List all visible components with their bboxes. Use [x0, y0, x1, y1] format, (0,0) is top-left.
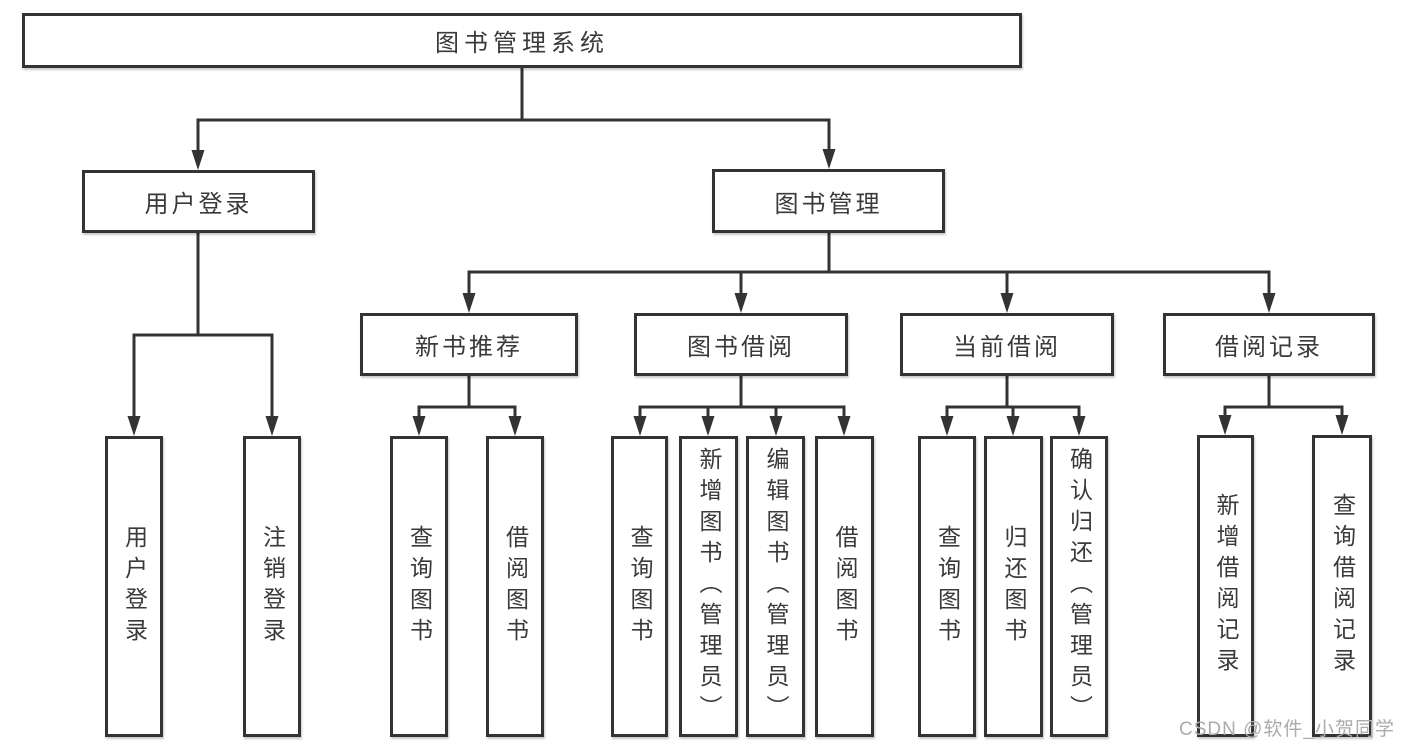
- leaf-record-add-label: 新增借阅记录: [1213, 493, 1239, 679]
- node-borrow-records-label: 借阅记录: [1215, 334, 1323, 361]
- leaf-borrow-add-book: 新增图书（管理员）: [679, 436, 738, 737]
- csdn-watermark: CSDN @软件_小贺同学: [1179, 719, 1395, 740]
- leaf-borrow-query: 查询图书: [611, 436, 668, 737]
- node-current-borrow: 当前借阅: [900, 313, 1114, 376]
- leaf-newbook-query: 查询图书: [390, 436, 448, 737]
- leaf-newbook-borrow: 借阅图书: [486, 436, 544, 737]
- leaf-logout-label: 注销登录: [259, 524, 286, 649]
- leaf-borrow-edit-book: 编辑图书（管理员）: [746, 436, 805, 737]
- node-user-login: 用户登录: [82, 170, 315, 233]
- node-book-borrow-label: 图书借阅: [687, 334, 795, 361]
- leaf-record-add: 新增借阅记录: [1197, 435, 1254, 737]
- node-root-label: 图书管理系统: [435, 30, 609, 57]
- node-book-management-label: 图书管理: [774, 190, 883, 218]
- leaf-current-confirm-return: 确认归还（管理员）: [1050, 436, 1108, 737]
- leaf-borrow-borrow-book: 借阅图书: [815, 436, 874, 737]
- leaf-current-confirm-return-label: 确认归还（管理员）: [1066, 447, 1093, 726]
- node-root: 图书管理系统: [22, 13, 1022, 68]
- leaf-current-query: 查询图书: [918, 436, 976, 737]
- leaf-user-login: 用户登录: [105, 436, 163, 737]
- leaf-current-query-label: 查询图书: [934, 524, 961, 649]
- leaf-borrow-borrow-book-label: 借阅图书: [832, 524, 858, 649]
- node-book-management: 图书管理: [712, 169, 945, 233]
- node-new-book-recommend-label: 新书推荐: [415, 334, 523, 361]
- leaf-borrow-edit-book-label: 编辑图书（管理员）: [763, 447, 789, 726]
- leaf-record-query: 查询借阅记录: [1312, 435, 1372, 737]
- node-borrow-records: 借阅记录: [1163, 313, 1375, 376]
- leaf-current-return: 归还图书: [984, 436, 1043, 737]
- leaf-borrow-add-book-label: 新增图书（管理员）: [696, 447, 722, 726]
- node-book-borrow: 图书借阅: [634, 313, 848, 376]
- leaf-newbook-borrow-label: 借阅图书: [502, 524, 529, 649]
- leaf-user-login-label: 用户登录: [121, 524, 148, 649]
- leaf-logout: 注销登录: [243, 436, 301, 737]
- leaf-record-query-label: 查询借阅记录: [1329, 493, 1356, 679]
- leaf-current-return-label: 归还图书: [1001, 524, 1027, 649]
- node-user-login-label: 用户登录: [144, 191, 253, 218]
- leaf-newbook-query-label: 查询图书: [406, 524, 433, 649]
- node-new-book-recommend: 新书推荐: [360, 313, 578, 376]
- leaf-borrow-query-label: 查询图书: [627, 524, 653, 649]
- node-current-borrow-label: 当前借阅: [953, 334, 1061, 361]
